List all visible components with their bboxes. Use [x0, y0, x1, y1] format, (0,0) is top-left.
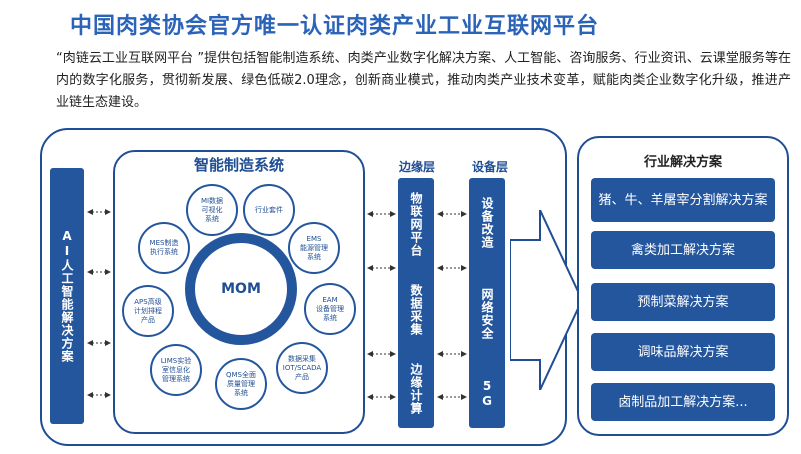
- edge-item-iot-platform: 物联网平台: [409, 191, 423, 257]
- device-item-5g: 5G: [480, 378, 494, 409]
- solution-prepared-dishes: 预制菜解决方案: [591, 283, 775, 321]
- module-ems: EMS 能源管理 系统: [288, 222, 340, 274]
- smart-manufacturing-title: 智能制造系统: [193, 156, 284, 174]
- solution-seasoning: 调味品解决方案: [591, 333, 775, 371]
- edge-item-edge-computing: 边缘计算: [409, 362, 423, 415]
- edge-item-data-collection: 数据采集: [409, 283, 423, 336]
- module-eam: EAM 设备管理 系统: [304, 283, 356, 335]
- page-title: 中国肉类协会官方唯一认证肉类产业工业互联网平台: [70, 14, 600, 39]
- solution-poultry: 禽类加工解决方案: [591, 231, 775, 269]
- module-industry-kit: 行业套件: [243, 184, 295, 236]
- edge-layer-label: 边缘层: [399, 160, 436, 174]
- solution-slaughter: 猪、牛、羊屠宰分割解决方案: [591, 178, 775, 222]
- module-aps: APS高级 计划排程 产品: [122, 285, 174, 337]
- device-layer-label: 设备层: [472, 160, 509, 174]
- module-lims: LIMS实验 室信息化 管理系统: [150, 344, 202, 396]
- module-iot-scada: 数据采集 IOT/SCADA 产品: [276, 342, 328, 394]
- mom-label: MOM: [221, 281, 261, 297]
- mom-core: MOM: [185, 233, 297, 345]
- solution-braised-products: 卤制品加工解决方案...: [591, 383, 775, 421]
- big-arrow-icon: [510, 210, 582, 390]
- device-layer-bar: 设备改造 网络安全 5G: [469, 178, 505, 428]
- device-item-network-security: 网络安全: [480, 287, 494, 340]
- edge-layer-bar: 物联网平台 数据采集 边缘计算: [398, 178, 434, 428]
- module-qms: QMS全面 质量管理 系统: [215, 358, 267, 410]
- ai-solution-label: AI人工智能解决方案: [60, 229, 74, 363]
- device-item-retrofit: 设备改造: [480, 197, 494, 250]
- ai-solution-bar: AI人工智能解决方案: [50, 168, 84, 424]
- intro-paragraph: “肉链云工业互联网平台 ”提供包括智能制造系统、肉类产业数字化解决方案、人工智能…: [56, 51, 791, 110]
- module-mi: MI数据 可视化 系统: [186, 184, 238, 236]
- industry-solutions-title: 行业解决方案: [643, 155, 722, 170]
- module-mes: MES制造 执行系统: [138, 222, 190, 274]
